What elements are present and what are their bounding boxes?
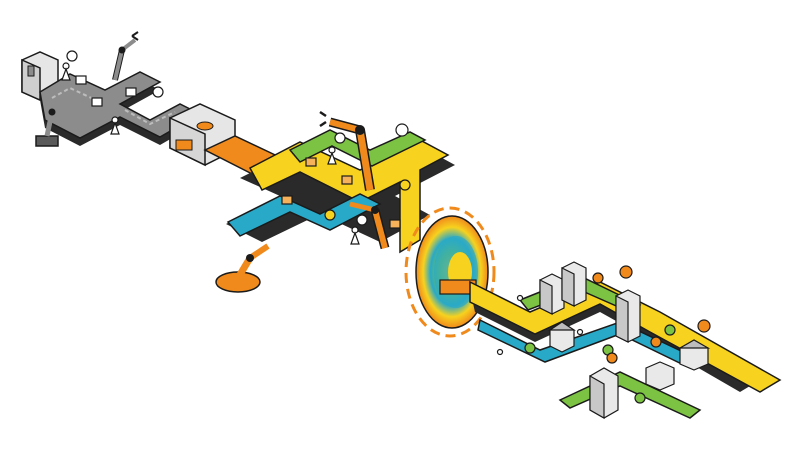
building-icon bbox=[539, 273, 565, 315]
transfer-machine bbox=[169, 103, 236, 167]
map-pin-icon bbox=[592, 265, 711, 364]
house-icon bbox=[677, 339, 711, 371]
yellow-conveyor-belt bbox=[248, 139, 450, 254]
worker-icon bbox=[61, 62, 120, 135]
crate-icon bbox=[281, 157, 401, 229]
orange-robot-arm-icon bbox=[319, 110, 375, 191]
orange-robot-arm-icon bbox=[349, 201, 390, 250]
tree-icon bbox=[524, 324, 676, 404]
speech-bubble-icon bbox=[334, 123, 409, 226]
building-icon bbox=[589, 367, 619, 420]
building-icon bbox=[561, 261, 587, 307]
color-factory-section bbox=[203, 110, 455, 293]
city-section bbox=[496, 261, 711, 420]
lightbulb-icon bbox=[324, 179, 411, 221]
robot-arm-icon bbox=[35, 101, 68, 147]
person-icon bbox=[496, 294, 584, 356]
blue-conveyor-belt bbox=[226, 193, 382, 237]
worker-icon bbox=[327, 146, 360, 245]
orange-robot-arm-icon bbox=[215, 243, 270, 293]
package-icon bbox=[75, 75, 137, 107]
green-city-belt-lower bbox=[558, 371, 702, 419]
house-icon bbox=[548, 321, 576, 353]
grey-conveyor-belt bbox=[39, 71, 202, 139]
building-icon bbox=[615, 289, 641, 343]
house-icon bbox=[645, 361, 675, 391]
grey-factory-section bbox=[21, 31, 236, 167]
grey-machine-box bbox=[21, 51, 59, 102]
robot-arm-icon bbox=[112, 31, 139, 81]
speech-bubble-icon bbox=[66, 50, 164, 98]
